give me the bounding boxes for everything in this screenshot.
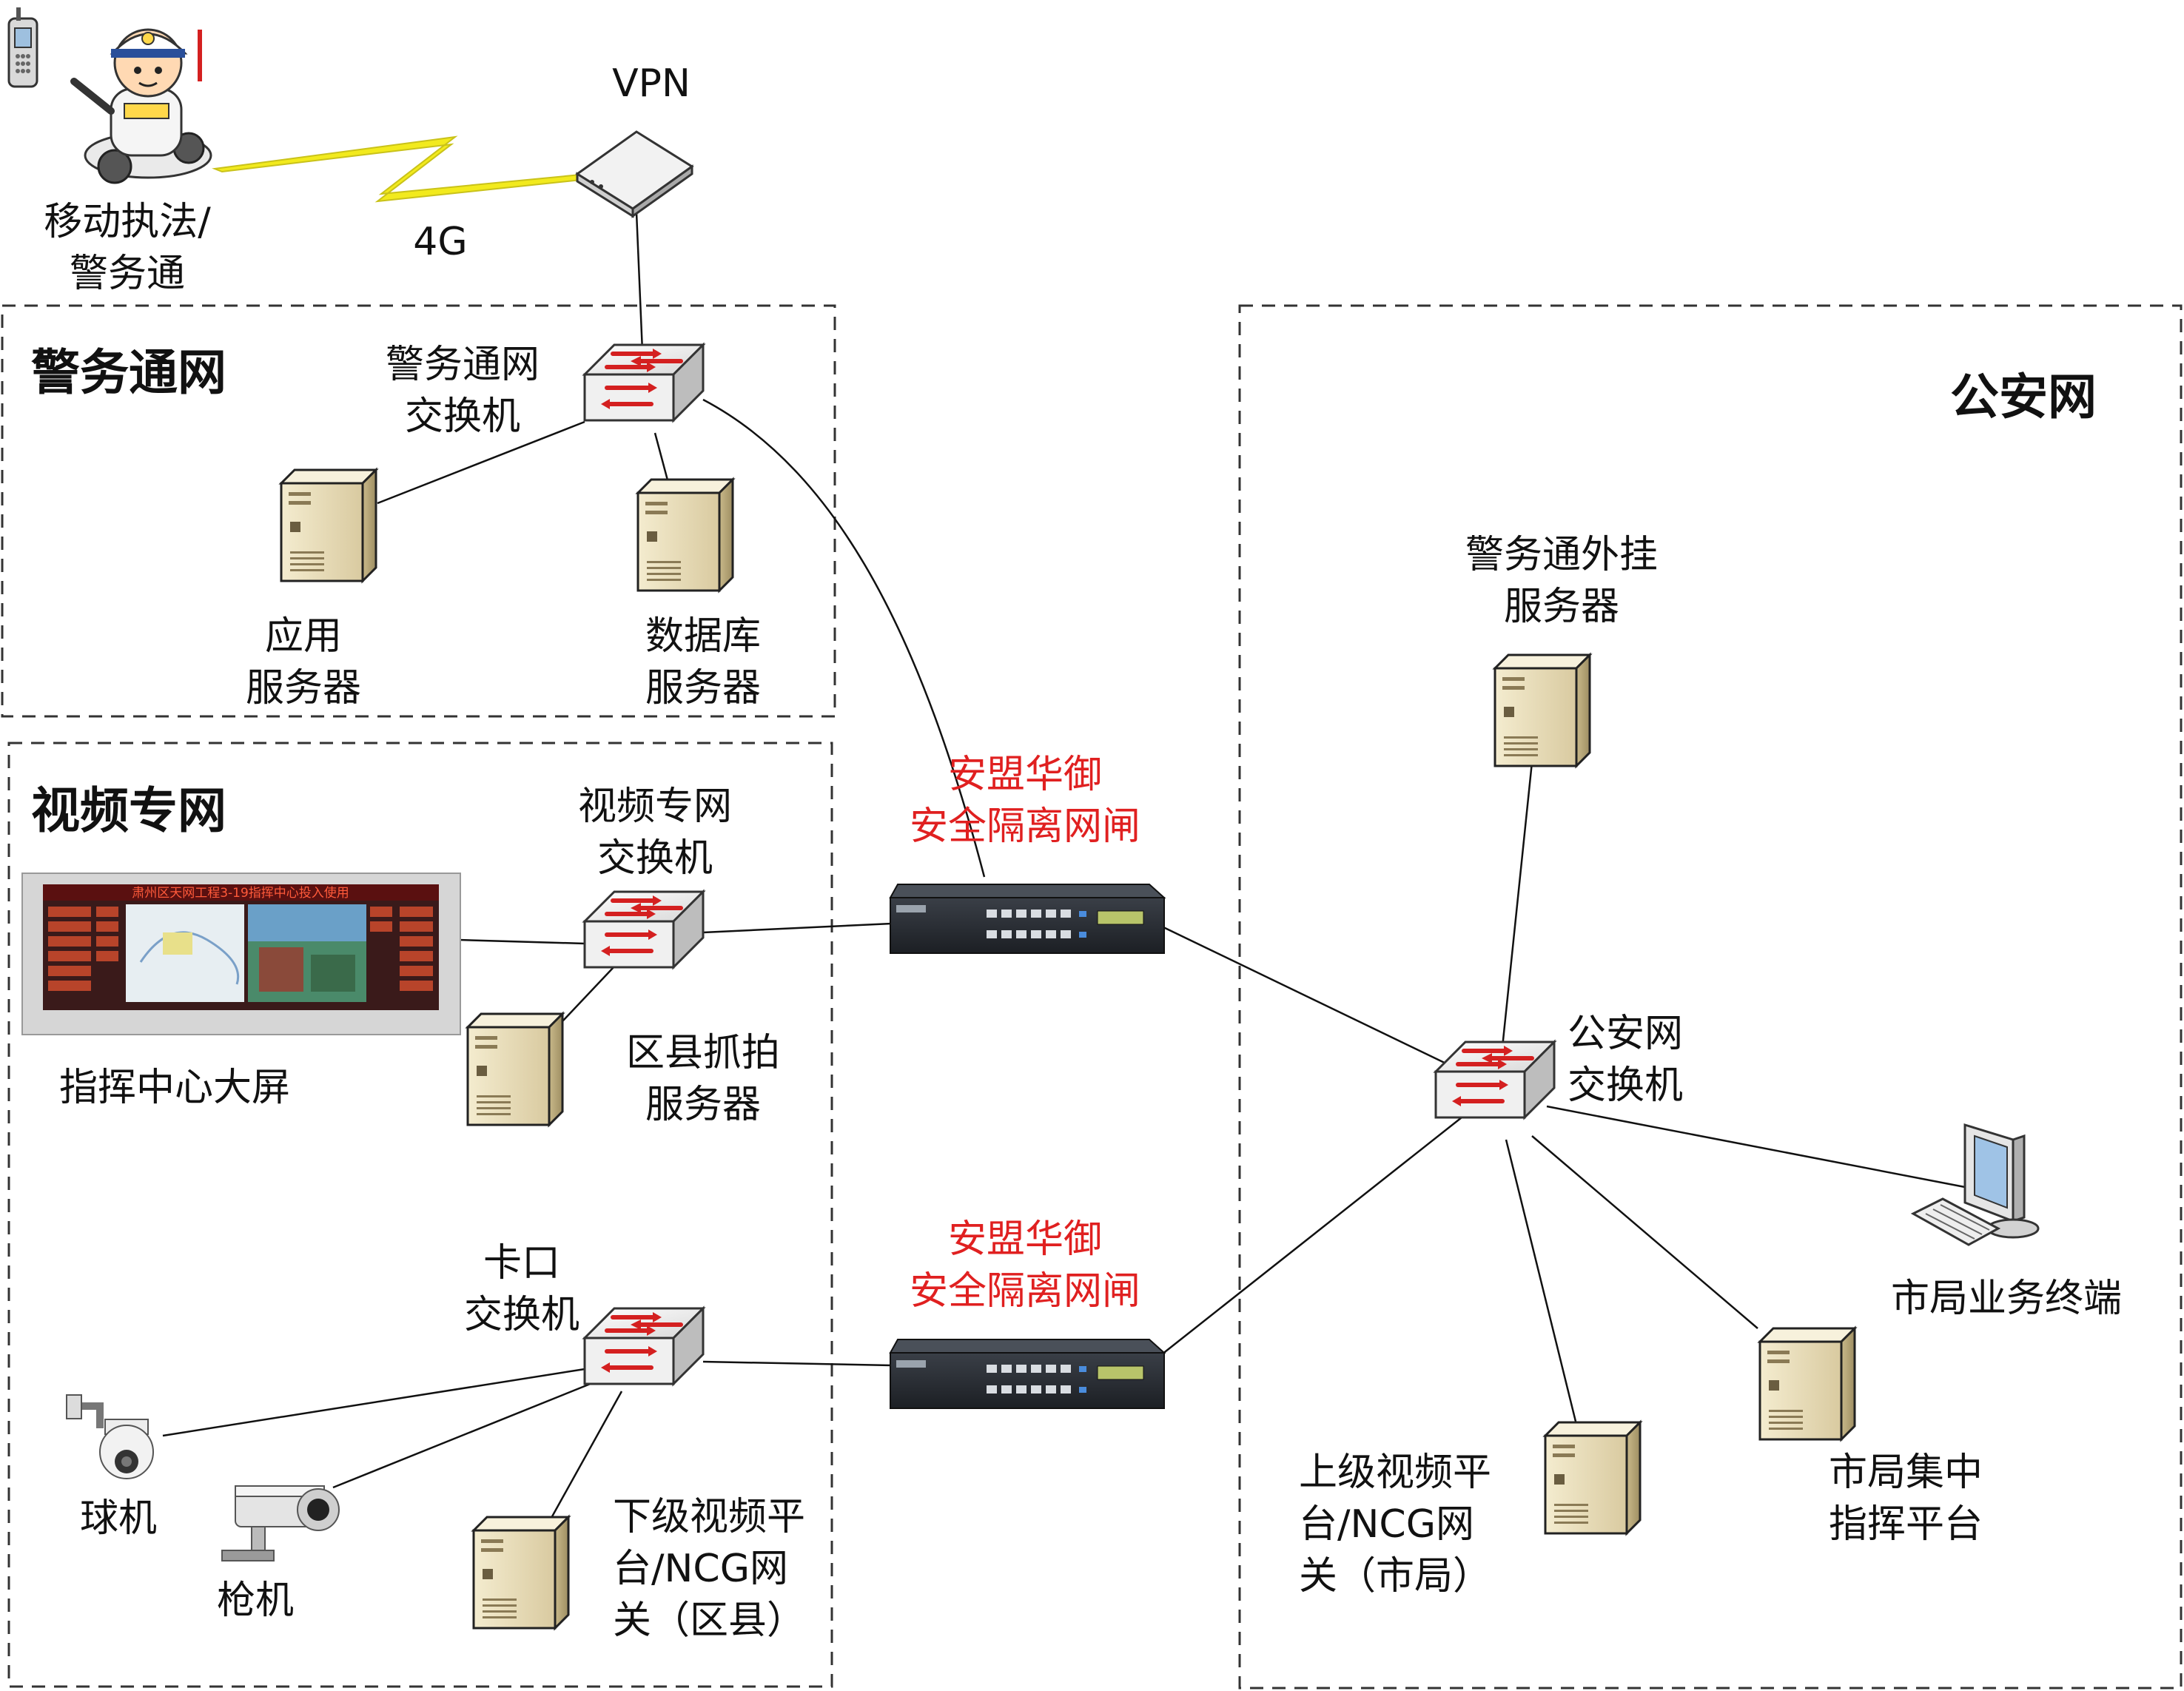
city-command-server-icon [1758,1327,1856,1441]
gatekeeper-top-icon [890,884,1165,954]
zone-title-police: 警务通网 [31,344,226,401]
external-server-label-line1: 警务通外挂 [1465,533,1658,577]
link-gatekeeper-ps-switch [1161,925,1451,1067]
ps-switch-icon [1436,1042,1554,1117]
dome-camera-icon [66,1394,154,1479]
capture-server-label-line1: 区县抓拍 [625,1031,780,1075]
lower-platform-label-line1: 下级视频平 [613,1495,806,1539]
city-command-label-line1: 市局集中 [1828,1450,1983,1495]
command-screen-label: 指挥中心大屏 [59,1066,291,1110]
link-ps-switch-command [1531,1135,1758,1329]
gatekeeper-bottom-label: 安盟华御 安全隔离网闸 [884,1214,1166,1317]
mobile-label-line2: 警务通 [69,252,185,296]
bullet-camera-icon [221,1485,340,1561]
ps-switch-label: 公安网 交换机 [1568,1008,1683,1112]
upper-platform-label: 上级视频平 台/NCG网 关（市局） [1299,1447,1491,1602]
lower-platform-label-line3: 关（区县） [613,1598,806,1643]
db-server-label-line2: 服务器 [645,666,761,710]
link-video-switch-capture [562,966,615,1022]
mobile-label-line1: 移动执法/ [44,200,211,244]
bullet-camera-label: 枪机 [216,1579,294,1623]
checkpoint-switch-label-line1: 卡口 [483,1241,560,1285]
link-police-switch-app [377,420,585,505]
external-server-label: 警务通外挂 服务器 [1439,529,1684,633]
vpn-icon [575,130,694,218]
city-command-label: 市局集中 指挥平台 [1806,1447,2006,1550]
gatekeeper-top-label: 安盟华御 安全隔离网闸 [884,749,1166,853]
police-switch-icon [585,345,703,420]
video-switch-icon [585,892,703,967]
mobile-label: 移动执法/ 警务通 [9,196,246,300]
video-switch-label-line2: 交换机 [597,836,713,881]
video-switch-label: 视频专网 交换机 [559,781,751,884]
link-police-switch-gatekeeper [702,398,986,878]
capture-server-icon [466,1012,564,1126]
checkpoint-switch-label: 卡口 交换机 [437,1237,607,1341]
external-server-icon [1493,653,1591,767]
police-switch-label-line1: 警务通网 [385,343,540,387]
dome-camera-label: 球机 [79,1496,157,1541]
upper-platform-label-line3: 关（市局） [1299,1554,1492,1598]
ps-switch-label-line1: 公安网 [1568,1012,1684,1056]
app-server-label: 应用 服务器 [222,611,385,714]
lower-platform-server-icon [472,1516,570,1630]
db-server-label-line1: 数据库 [645,614,761,659]
upper-platform-server-icon [1544,1421,1642,1535]
app-server-label-line1: 应用 [264,614,342,659]
link-gatekeeper2-ps-switch [1161,1117,1462,1355]
gatekeeper-bottom-label-line2: 安全隔离网闸 [909,1269,1140,1314]
external-server-label-line2: 服务器 [1503,585,1619,629]
lower-platform-label-line2: 台/NCG网 [613,1547,789,1591]
link-cp-switch-dome [162,1368,585,1437]
police-switch-label: 警务通网 交换机 [366,339,559,443]
checkpoint-switch-label-line2: 交换机 [463,1293,579,1337]
link-cp-switch-gatekeeper2 [702,1360,893,1367]
gatekeeper-top-label-line1: 安盟华御 [947,753,1102,797]
link-screen-video-switch [458,938,585,945]
command-screen-icon: 肃州区天网工程3-19指挥中心投入使用 [21,873,461,1035]
gatekeeper-bottom-icon [890,1339,1165,1409]
link-video-switch-gatekeeper [702,922,893,934]
app-server-icon [280,468,377,582]
zone-ps-box [1238,304,2183,1690]
app-server-label-line2: 服务器 [245,666,361,710]
capture-server-label-line2: 服务器 [645,1083,761,1127]
gatekeeper-top-label-line2: 安全隔离网闸 [909,804,1140,849]
link-ps-switch-upper [1505,1139,1582,1440]
db-server-label: 数据库 服务器 [614,611,792,714]
zone-title-video: 视频专网 [31,782,226,839]
link-cp-switch-lower [546,1391,623,1525]
gatekeeper-bottom-label-line1: 安盟华御 [947,1217,1102,1262]
video-switch-label-line1: 视频专网 [577,784,732,829]
link-ps-switch-external [1501,762,1533,1048]
ps-switch-label-line2: 交换机 [1568,1063,1684,1108]
police-mobile-icon [7,7,212,184]
city-terminal-label: 市局业务终端 [1891,1277,2123,1321]
db-server-icon [636,478,734,592]
upper-platform-label-line2: 台/NCG网 [1299,1502,1475,1547]
link-ps-switch-terminal [1546,1105,1969,1189]
city-command-label-line2: 指挥平台 [1828,1502,1983,1547]
4g-label: 4G [413,220,468,264]
vpn-label: VPN [612,61,691,106]
link-cp-switch-bullet [332,1379,600,1489]
screen-banner-text: 肃州区天网工程3-19指挥中心投入使用 [132,885,349,901]
capture-server-label: 区县抓拍 服务器 [607,1027,799,1131]
zone-video-box [7,742,833,1688]
police-switch-label-line2: 交换机 [404,394,520,439]
upper-platform-label-line1: 上级视频平 [1299,1450,1492,1495]
terminal-icon [1910,1123,2040,1246]
lower-platform-label: 下级视频平 台/NCG网 关（区县） [613,1491,805,1647]
zone-title-ps: 公安网 [1950,369,2097,426]
lightning-4g-icon [212,135,589,203]
